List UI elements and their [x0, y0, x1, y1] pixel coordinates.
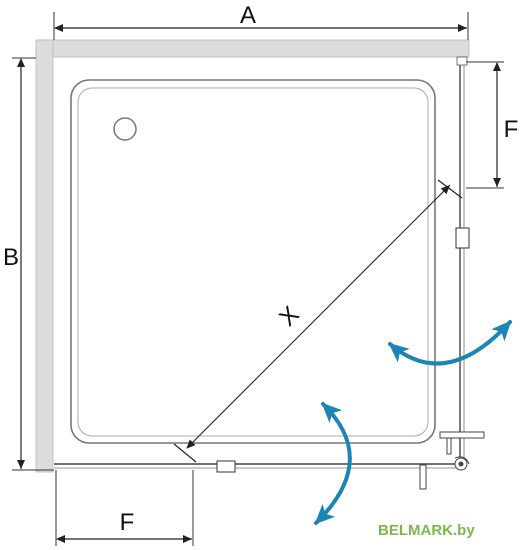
- dimension-f-right-label: F: [504, 116, 519, 143]
- dimension-b: B: [3, 57, 54, 471]
- dimension-a-label: A: [240, 2, 256, 29]
- glass-panels: [54, 56, 470, 473]
- watermark: BELMARK.by: [378, 522, 475, 539]
- walls: [35, 39, 470, 473]
- hinge-icon: [419, 431, 485, 490]
- right-door-swing-arrow: [388, 320, 512, 366]
- dimension-f-right: F: [466, 61, 519, 189]
- curved-double-arrow-icon: [314, 320, 512, 525]
- dimension-x-line: [186, 184, 451, 449]
- left-wall: [35, 39, 54, 473]
- corner-post-top: [456, 56, 468, 66]
- dimension-a: A: [53, 2, 469, 40]
- drain-circle-icon: [113, 117, 137, 141]
- back-wall: [35, 39, 470, 58]
- dimension-f-bottom-label: F: [120, 509, 135, 536]
- front-door-handle: [216, 460, 236, 473]
- right-door-handle: [455, 227, 470, 249]
- dimension-f-bottom: F: [55, 470, 194, 546]
- front-door-swing-arrow: [314, 402, 352, 525]
- dimension-b-label: B: [3, 244, 19, 271]
- shower-tray: [70, 79, 436, 444]
